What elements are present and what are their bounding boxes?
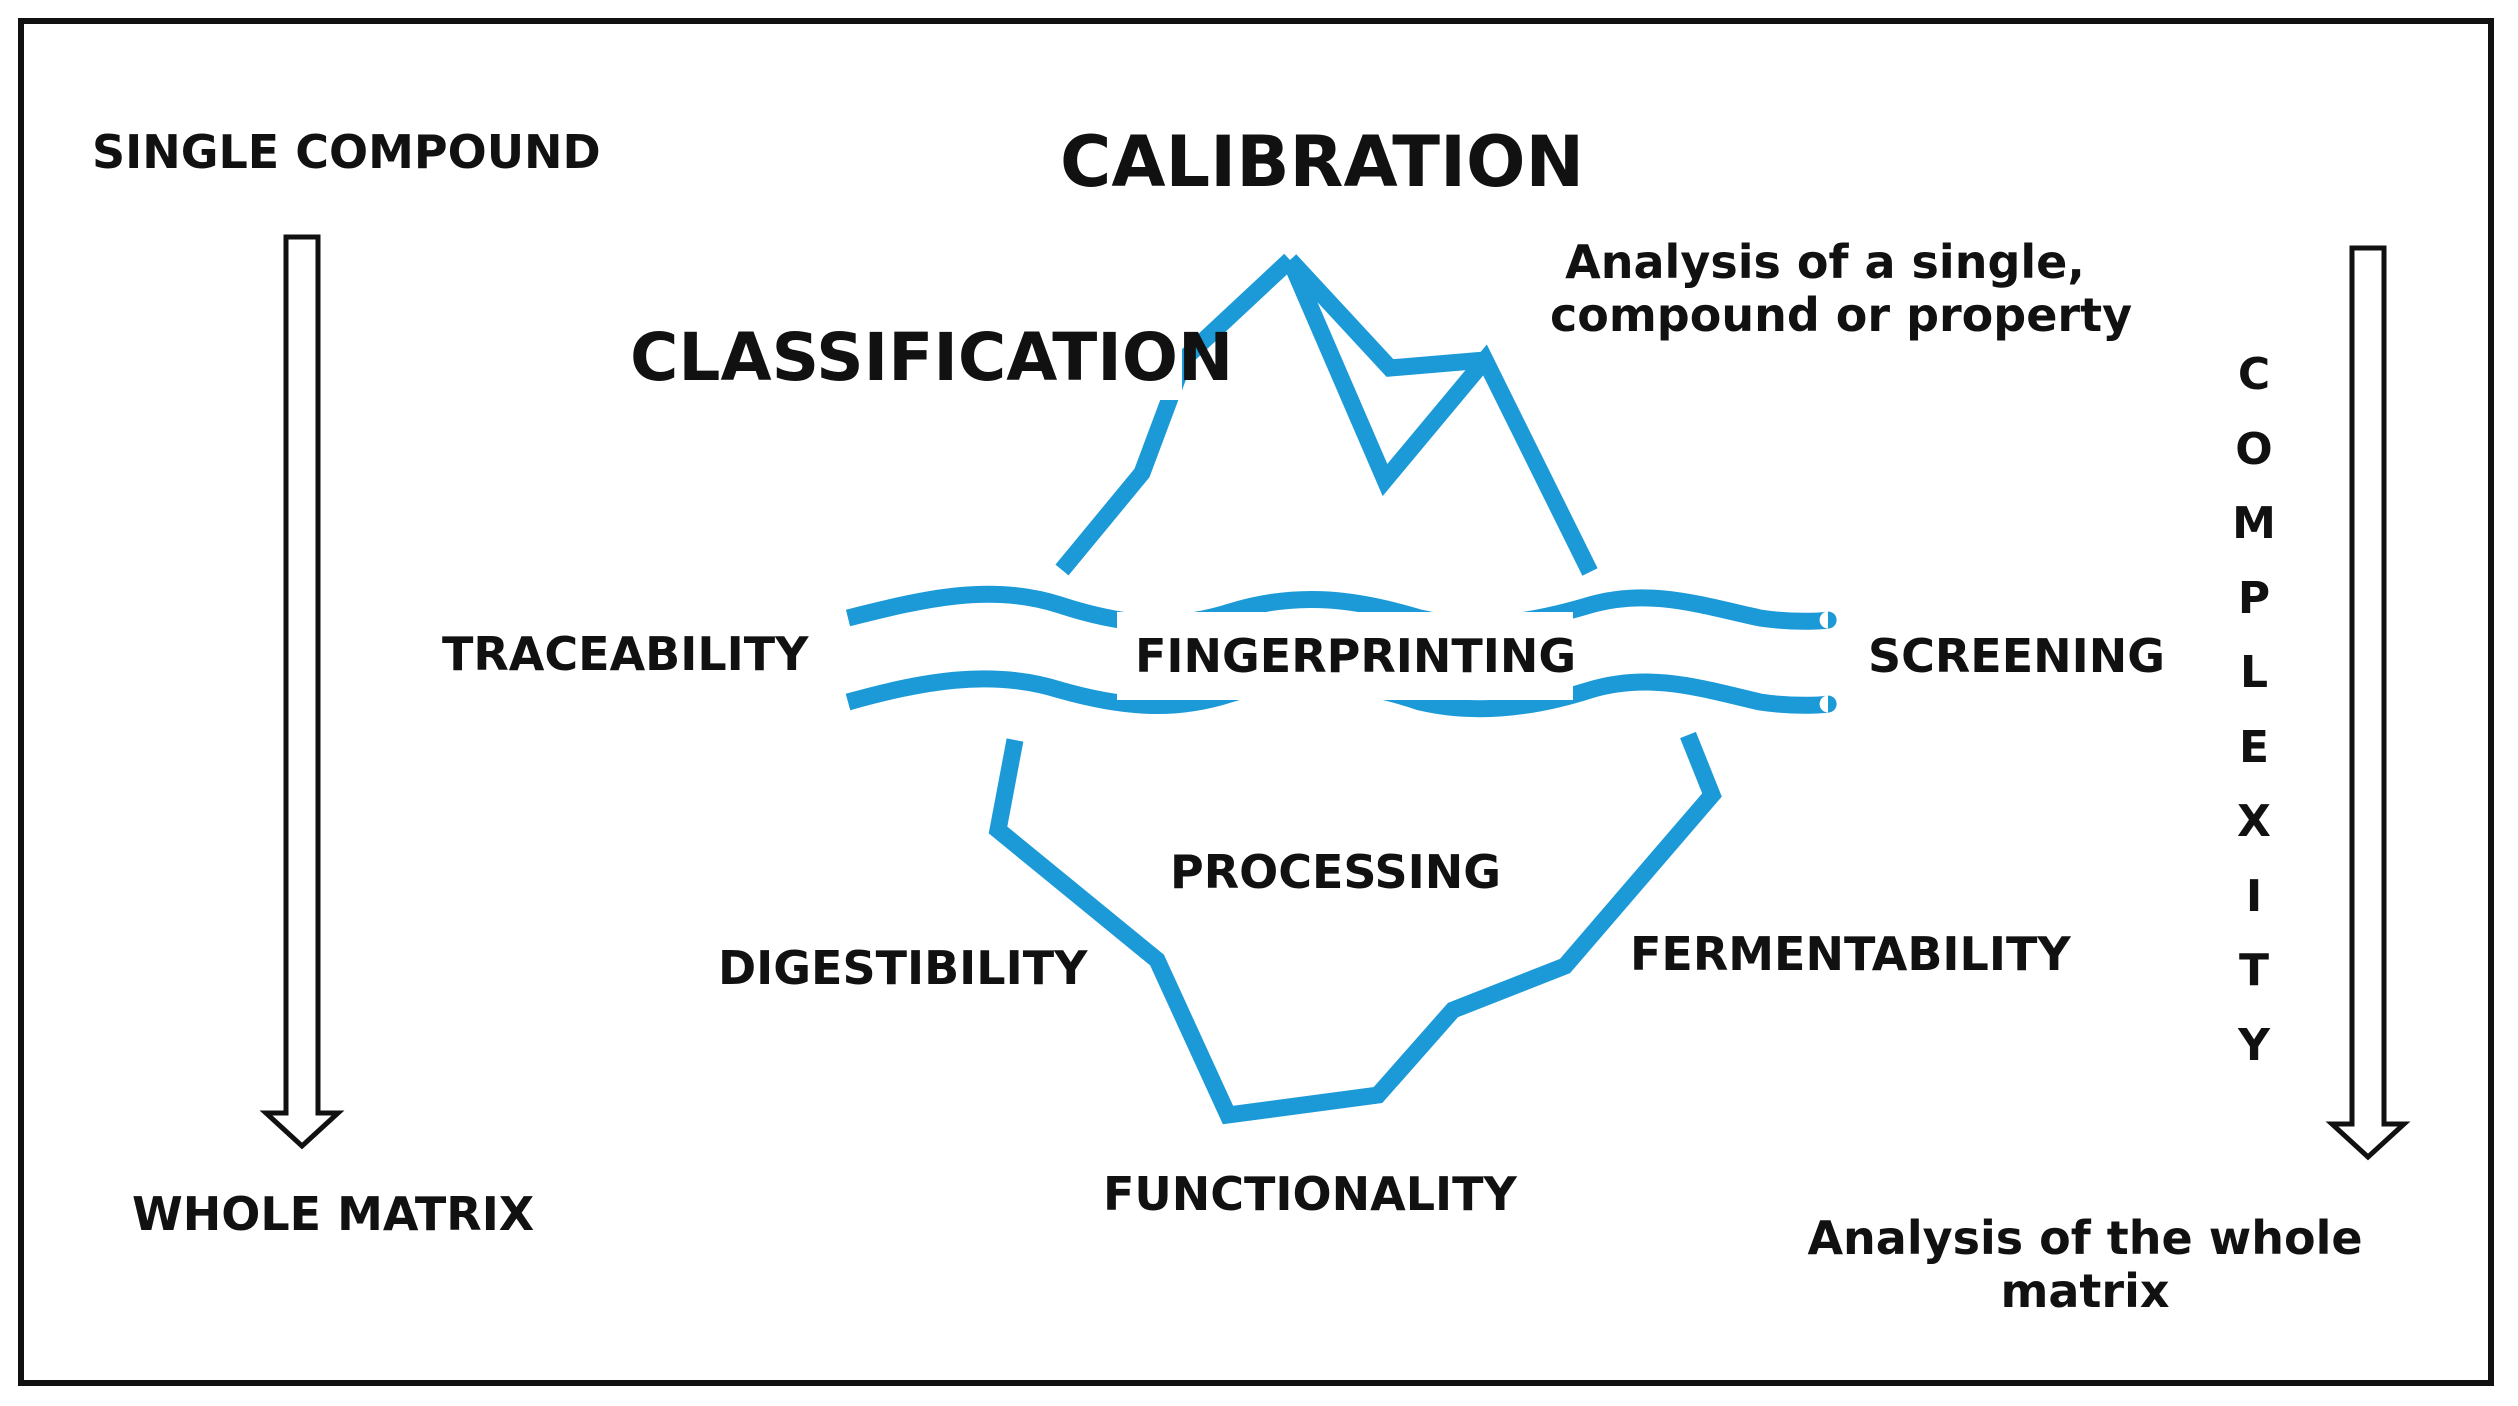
screening-label: SCREENING bbox=[1868, 629, 2166, 683]
complexity-letter: X bbox=[2237, 796, 2271, 847]
fermentability-label: FERMENTABILITY bbox=[1630, 927, 2071, 981]
digestibility-label: DIGESTIBILITY bbox=[718, 941, 1088, 995]
iceberg-peak-ridge bbox=[1283, 254, 1486, 377]
complexity-letter: I bbox=[2245, 870, 2263, 922]
complexity-letter: O bbox=[2235, 423, 2273, 475]
fingerprinting-backdrop bbox=[1117, 612, 1573, 700]
analysis-whole-line2: matrix bbox=[2000, 1263, 2170, 1318]
iceberg-top-left bbox=[1055, 253, 1296, 576]
iceberg-peak bbox=[1282, 256, 1598, 576]
right-down-arrow bbox=[2325, 245, 2411, 1161]
analysis-single-line1: Analysis of a single, bbox=[1565, 235, 2085, 289]
analysis-single-line2: compound or property bbox=[1550, 287, 2133, 342]
complexity-letter: M bbox=[2232, 498, 2276, 549]
whole-matrix-label: WHOLE MATRIX bbox=[132, 1187, 535, 1241]
analysis-whole-text: Analysis of the whole matrix bbox=[1800, 1212, 2370, 1318]
processing-label: PROCESSING bbox=[1170, 845, 1501, 899]
functionality-label: FUNCTIONALITY bbox=[1103, 1167, 1517, 1221]
analysis-whole-line1: Analysis of the whole bbox=[1807, 1211, 2363, 1265]
complexity-letter: T bbox=[2238, 945, 2269, 996]
single-compound-label: SINGLE COMPOUND bbox=[92, 125, 601, 179]
complexity-letter: Y bbox=[2238, 1019, 2270, 1071]
complexity-letter: L bbox=[2239, 647, 2269, 698]
complexity-letter: E bbox=[2238, 721, 2270, 773]
complexity-letter: P bbox=[2237, 572, 2271, 624]
complexity-letter: C bbox=[2237, 349, 2271, 400]
calibration-label: CALIBRATION bbox=[1060, 121, 1585, 203]
analysis-single-text: Analysis of a single, compound or proper… bbox=[1550, 235, 2133, 342]
iceberg-bottom bbox=[988, 731, 1722, 1125]
diagram-frame bbox=[18, 18, 2494, 1386]
wave-upper bbox=[845, 585, 1837, 633]
traceability-label: TRACEABILITY bbox=[442, 627, 809, 681]
left-down-arrow bbox=[259, 234, 345, 1150]
classification-backdrop bbox=[630, 305, 1182, 400]
fingerprinting-label: FINGERPRINTING bbox=[1135, 629, 1577, 683]
classification-label: CLASSIFICATION bbox=[630, 319, 1234, 396]
